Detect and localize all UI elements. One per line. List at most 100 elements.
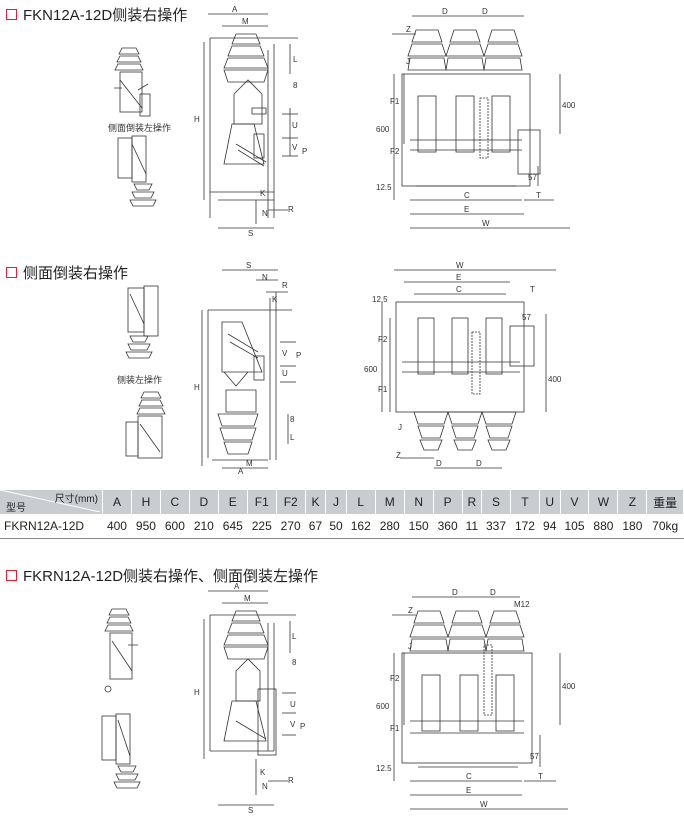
dim-label-8: 8 — [293, 81, 298, 90]
small-switch-icon-top — [114, 47, 151, 117]
dim-label-E: E — [466, 786, 471, 795]
dim-label-N: N — [262, 782, 268, 791]
dim-label-V: V — [292, 143, 298, 152]
dim-label-S: S — [246, 262, 251, 270]
checkbox-square-icon — [6, 9, 17, 20]
dim-label-M: M — [244, 594, 251, 603]
dim-label-H: H — [194, 383, 200, 392]
dim-label-A: A — [234, 583, 240, 591]
table-cell-model: FKRN12A-12D — [0, 514, 103, 539]
caption-small-1: 侧面倒装左操作 — [108, 123, 172, 133]
dim-label-W: W — [482, 219, 490, 228]
table-header-row: 尺寸(mm) 型号 A H C D E F1 F2 K J L M N P R … — [0, 490, 684, 514]
side-view-drawing-1: A M L 8 H U V P K N R S — [194, 5, 307, 238]
front-view-drawing-1: D D Z J F1 F2 600 12.5 400 57 C E T W — [376, 7, 576, 229]
table-cell: 360 — [433, 514, 463, 539]
dim-label-K: K — [260, 768, 266, 777]
small-switch-icon-bottom — [117, 135, 157, 207]
table-header: F2 — [276, 490, 306, 514]
side-view-drawing-3: A M L 8 H U V P K N R S — [194, 583, 305, 815]
table-corner-cell: 尺寸(mm) 型号 — [0, 490, 103, 514]
dim-label-J: J — [398, 423, 402, 432]
dim-label-12-5: 12.5 — [372, 295, 388, 304]
side-view-drawing-2: S N R K H V U P 8 L M A — [194, 262, 301, 476]
dim-label-A: A — [232, 5, 238, 14]
table-header: H — [131, 490, 161, 514]
dim-label-T: T — [536, 191, 541, 200]
dim-label-V: V — [282, 349, 288, 358]
table-cell: 172 — [510, 514, 540, 539]
table-cell: 162 — [346, 514, 376, 539]
dim-label-L: L — [293, 55, 298, 64]
dim-label-400: 400 — [548, 375, 562, 384]
dim-label-P: P — [302, 147, 307, 156]
small-switch-icon-top — [125, 285, 159, 359]
dim-label-F1: F1 — [390, 724, 400, 733]
dim-label-T: T — [530, 285, 535, 294]
small-switch-icon-top — [104, 608, 138, 693]
dim-label-E: E — [464, 205, 469, 214]
table-cell: 600 — [160, 514, 190, 539]
dim-label-S: S — [248, 806, 253, 815]
table-header: C — [160, 490, 190, 514]
dim-label-V: V — [290, 720, 296, 729]
dim-label-600: 600 — [364, 365, 378, 374]
table-cell: 11 — [462, 514, 483, 539]
dim-label-57: 57 — [528, 173, 537, 182]
dim-label-D: D — [482, 7, 488, 16]
table-cell: 950 — [131, 514, 161, 539]
spec-table: 尺寸(mm) 型号 A H C D E F1 F2 K J L M N P R … — [0, 490, 684, 539]
dim-label-C: C — [456, 285, 462, 294]
dim-label-D: D — [442, 7, 448, 16]
section-title-text: FKRN12A-12D侧装右操作、侧面倒装左操作 — [23, 568, 319, 585]
table-header: R — [462, 490, 483, 514]
dim-label-N: N — [262, 273, 268, 282]
dim-label-R: R — [288, 776, 294, 785]
section-title-2: 侧面倒装右操作 — [6, 262, 128, 283]
table-cell: 270 — [276, 514, 306, 539]
corner-bottom-label: 型号 — [6, 503, 26, 514]
section-title-3: FKRN12A-12D侧装右操作、侧面倒装左操作 — [6, 565, 318, 586]
dim-label-N: N — [262, 209, 268, 218]
dim-label-8: 8 — [290, 415, 295, 424]
table-cell: 400 — [102, 514, 132, 539]
table-header: Z — [617, 490, 648, 514]
table-cell: 67 — [305, 514, 327, 539]
table-header: A — [102, 490, 132, 514]
dim-label-Z: Z — [408, 606, 413, 615]
dim-label-R: R — [288, 205, 294, 214]
dim-label-W: W — [480, 800, 488, 809]
table-header: D — [189, 490, 219, 514]
dim-label-W: W — [456, 262, 464, 270]
dim-label-U: U — [292, 121, 298, 130]
dim-label-57: 57 — [522, 313, 531, 322]
dim-label-L: L — [290, 433, 295, 442]
table-header: U — [539, 490, 561, 514]
table-header: W — [588, 490, 619, 514]
table-header: J — [325, 490, 347, 514]
table-cell: 94 — [539, 514, 561, 539]
dim-label-M: M — [242, 17, 249, 26]
table-header: L — [346, 490, 376, 514]
table-cell: 50 — [325, 514, 347, 539]
dim-label-8: 8 — [292, 658, 297, 667]
table-header: T — [510, 490, 540, 514]
table-cell: 70kg — [646, 514, 684, 539]
dim-label-M: M — [246, 459, 253, 468]
dim-label-D: D — [490, 588, 496, 597]
dim-label-F1: F1 — [390, 97, 400, 106]
section-title-1: FKN12A-12D侧装右操作 — [6, 4, 187, 25]
dim-label-12-5: 12.5 — [376, 764, 392, 773]
small-switch-icon-bottom — [101, 713, 141, 789]
dim-label-E: E — [456, 273, 461, 282]
dim-label-A: A — [238, 467, 244, 476]
dim-label-12-5: 12.5 — [376, 183, 392, 192]
table-header: S — [481, 490, 511, 514]
dim-label-H: H — [194, 115, 200, 124]
caption-small-2: 侧装左操作 — [117, 375, 163, 385]
dim-label-D: D — [436, 459, 442, 468]
dim-label-K: K — [272, 295, 278, 304]
dim-label-K: K — [260, 189, 266, 198]
table-header: 重量 — [646, 490, 684, 514]
dim-label-L: L — [292, 632, 297, 641]
